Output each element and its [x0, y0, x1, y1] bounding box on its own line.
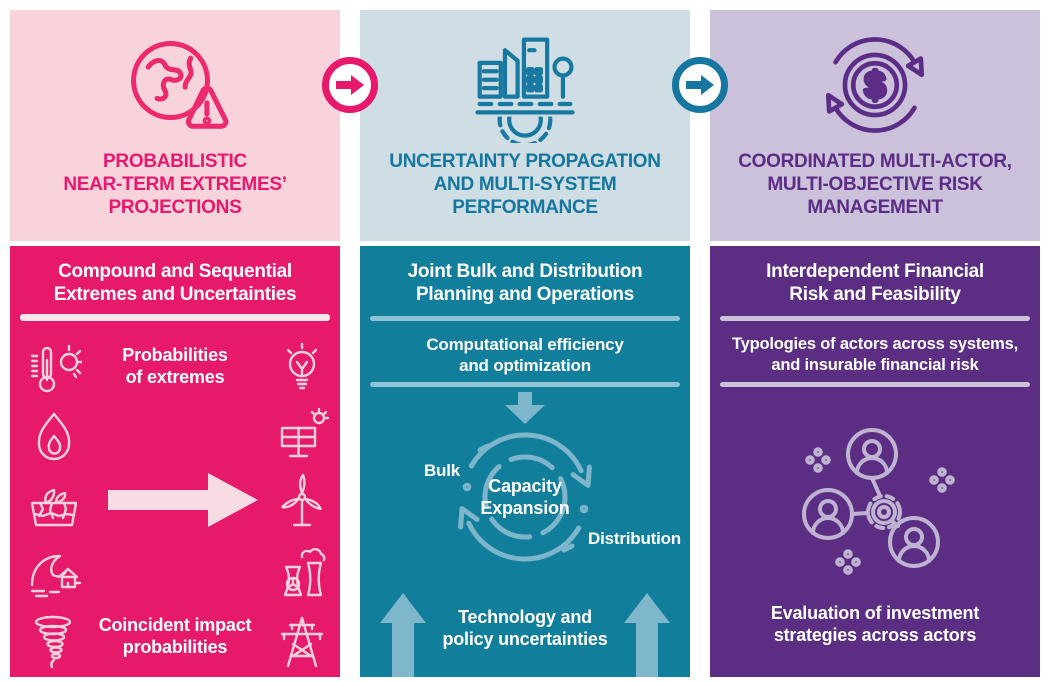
- wildfire-flame-icon: [37, 412, 71, 461]
- flood-wave-house-icon: [30, 554, 82, 598]
- dollar-cycle-icon: $: [710, 26, 1040, 144]
- distribution-label: Distribution: [588, 529, 681, 548]
- divider: [370, 316, 680, 321]
- impact-right-arrow: [108, 473, 258, 527]
- panel1-title: Compound and Sequential Extremes and Unc…: [53, 261, 297, 305]
- nuclear-plant-icon: [283, 547, 326, 597]
- down-arrow: [505, 392, 545, 424]
- capacity-cycle-arrows-icon: [458, 432, 592, 562]
- panel-financial-risk: Interdependent Financial Risk and Feasib…: [710, 246, 1040, 677]
- capacity-expansion-label: Capacity Expansion: [480, 476, 570, 518]
- header-coordinated: $ COORDINATED MULTI-ACTOR, MULTI-OBJECTI…: [710, 10, 1040, 241]
- divider: [720, 382, 1030, 387]
- svg-text:$: $: [865, 63, 886, 105]
- panel3-title: Interdependent Financial Risk and Feasib…: [766, 261, 984, 305]
- tornado-icon: [34, 615, 72, 669]
- person-left: [802, 488, 854, 540]
- gear: [866, 494, 902, 530]
- header-uncertainty: UNCERTAINTY PROPAGATION AND MULTI-SYSTEM…: [360, 10, 690, 241]
- divider: [20, 314, 330, 321]
- header-title-uncertainty: UNCERTAINTY PROPAGATION AND MULTI-SYSTEM…: [389, 151, 661, 218]
- arrow-right-circle-icon: [322, 57, 378, 113]
- heatwave-thermometer-icon: [30, 344, 82, 393]
- header-title-probabilistic: PROBABILISTIC NEAR-TERM EXTREMES’ PROJEC…: [63, 151, 287, 218]
- drought-cracked-earth-icon: [30, 488, 78, 527]
- panel-joint-planning: Joint Bulk and Distribution Planning and…: [360, 246, 690, 677]
- panel2-title: Joint Bulk and Distribution Planning and…: [407, 261, 643, 305]
- probabilities-label: Probabilities of extremes: [122, 345, 228, 387]
- up-arrow-left: [380, 593, 426, 677]
- globe-warning-icon: [10, 26, 340, 144]
- wind-turbine-icon: [281, 473, 322, 527]
- panel-compound-extremes: Compound and Sequential Extremes and Unc…: [10, 246, 340, 677]
- divider: [370, 382, 680, 387]
- up-arrow-right: [624, 593, 670, 677]
- coincident-label: Coincident impact probabilities: [98, 615, 252, 657]
- computational-label: Computational efficiency and optimizatio…: [426, 335, 624, 375]
- transmission-tower-icon: [280, 616, 324, 668]
- bulk-label: Bulk: [423, 461, 460, 480]
- typologies-label: Typologies of actors across systems, and…: [732, 335, 1018, 374]
- evaluation-label: Evaluation of investment strategies acro…: [770, 603, 980, 645]
- solar-panel-icon: [280, 408, 330, 458]
- person-bottom-right: [888, 516, 940, 568]
- lightbulb-icon: [286, 342, 318, 390]
- technology-label: Technology and policy uncertainties: [442, 607, 608, 649]
- divider: [720, 316, 1030, 321]
- header-probabilistic: PROBABILISTIC NEAR-TERM EXTREMES’ PROJEC…: [10, 10, 340, 241]
- city-infrastructure-gear-icon: [360, 26, 690, 144]
- header-title-coordinated: COORDINATED MULTI-ACTOR, MULTI-OBJECTIVE…: [738, 151, 1012, 218]
- person-top: [846, 428, 898, 480]
- arrow-right-circle-icon: [672, 57, 728, 113]
- sparkles: [805, 447, 955, 575]
- actors-gear-network-icon: [802, 428, 955, 575]
